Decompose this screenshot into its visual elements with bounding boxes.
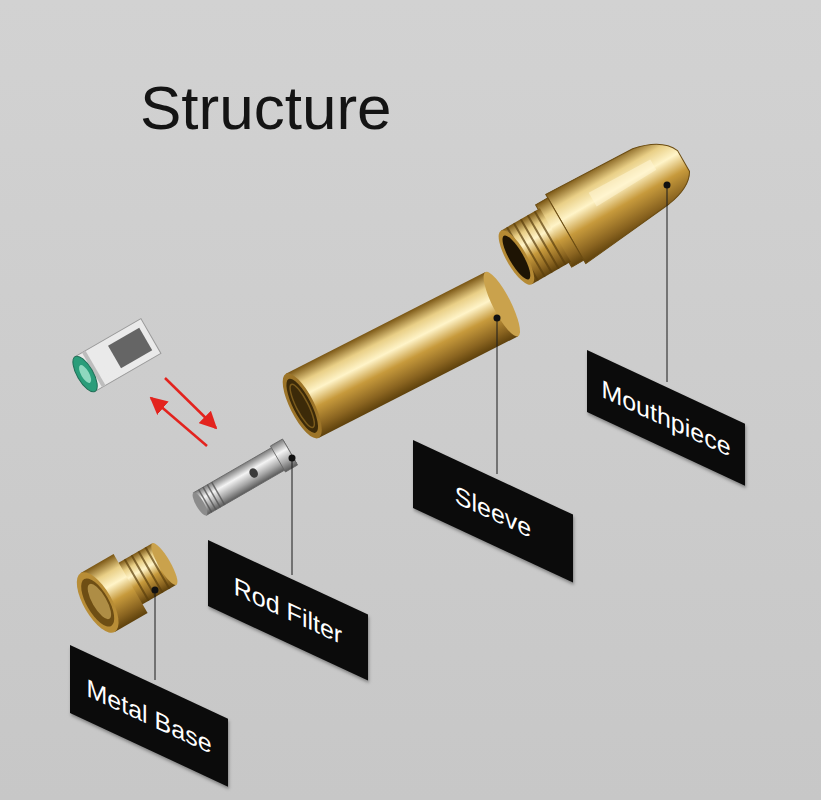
part-label: Rod Filter [234,571,342,651]
rod-filter-part [189,439,298,519]
filter-cartridge [68,319,161,396]
swap-arrow [165,378,216,428]
label-plaque: Sleeve [413,440,573,583]
label-plaque: Rod Filter [208,540,368,681]
title: Structure [140,72,392,143]
part-label: Sleeve [455,479,531,544]
leader-line [155,185,667,680]
part-label: Metal Base [86,672,211,759]
label-plaque: Mouthpiece [587,350,745,486]
part-label: Mouthpiece [601,373,730,462]
swap-arrow [151,398,207,446]
sleeve-part [275,268,526,443]
mouthpiece-part [488,126,704,297]
metal-base-part [69,532,187,639]
label-plaque: Metal Base [70,645,228,787]
